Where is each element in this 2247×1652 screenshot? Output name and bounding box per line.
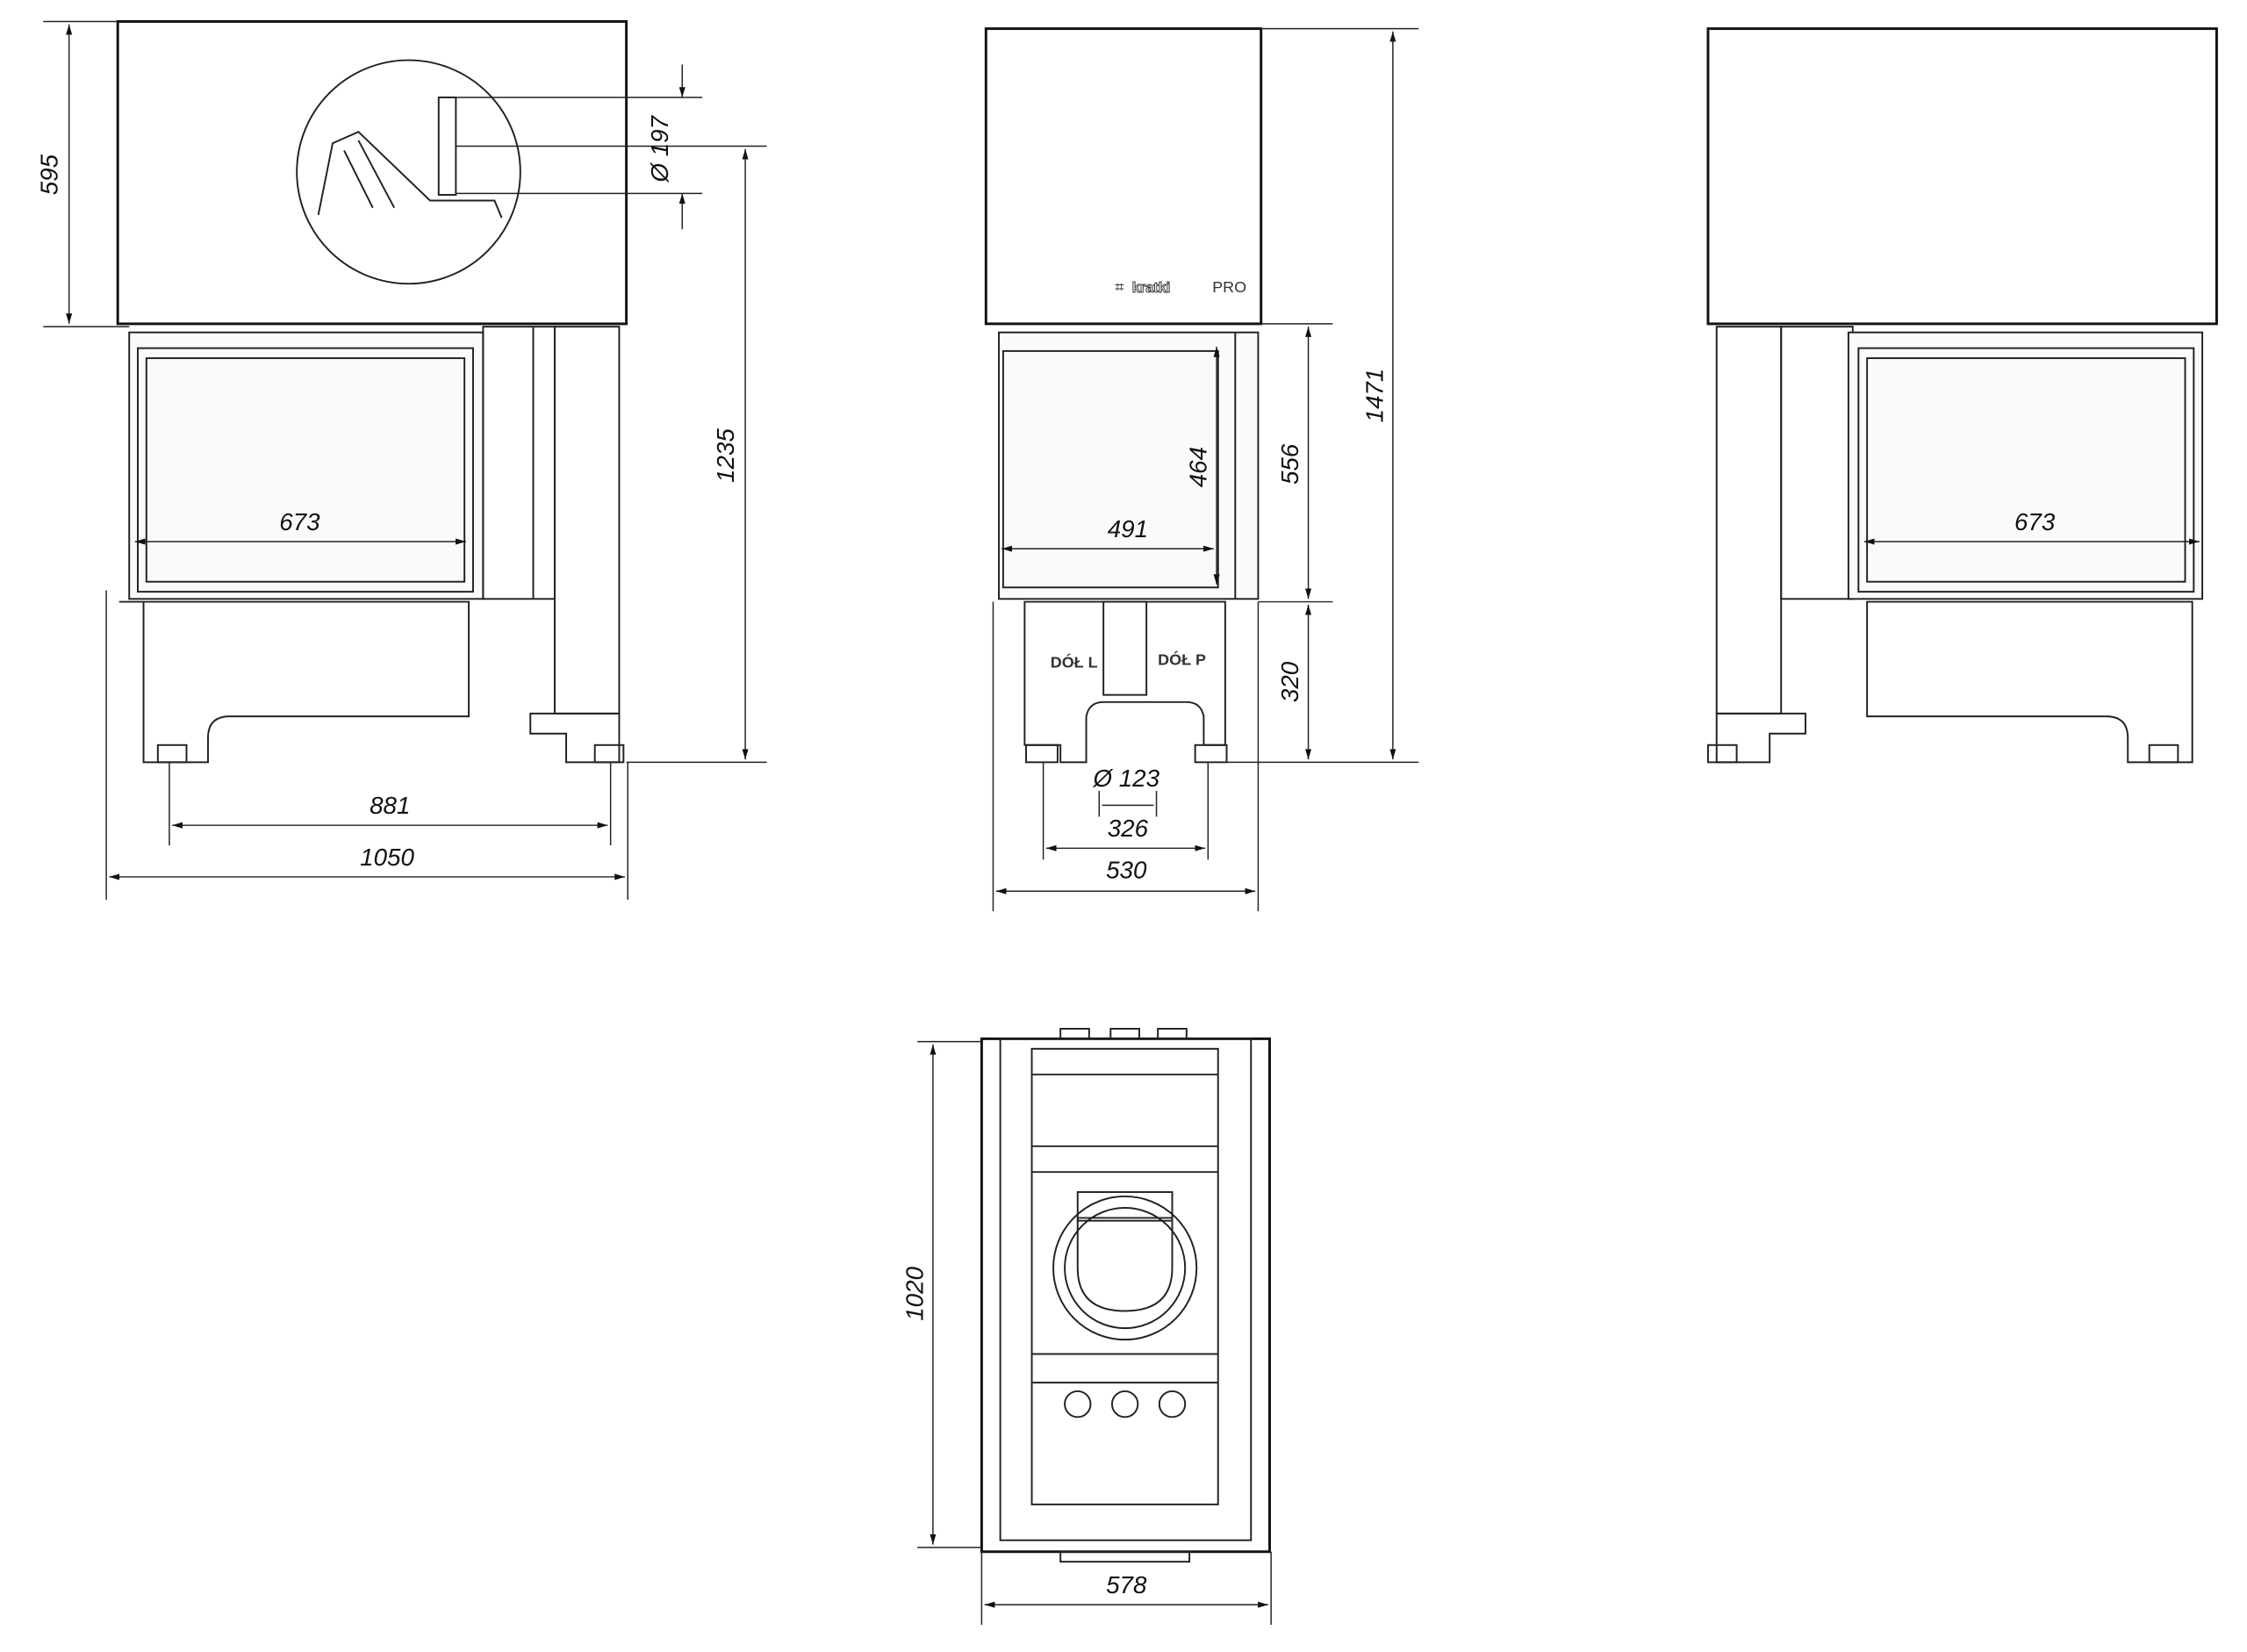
logo-suffix: PRO bbox=[1212, 278, 1246, 296]
dim-legs-width: 881 bbox=[370, 792, 410, 819]
dim-total-height: 1471 bbox=[1360, 369, 1388, 423]
dim-total-width: 530 bbox=[1106, 857, 1147, 884]
hood bbox=[116, 20, 628, 326]
dim-glass-width: 673 bbox=[279, 508, 320, 535]
base bbox=[1023, 600, 1226, 764]
base bbox=[1866, 600, 2193, 764]
dim-base-height: 320 bbox=[1276, 661, 1303, 702]
front-right-view: 673 bbox=[1706, 27, 2218, 764]
outline bbox=[980, 1037, 1271, 1554]
logo-name: kratki bbox=[1132, 280, 1171, 296]
flue-outlet bbox=[1052, 1195, 1198, 1341]
dim-glass-width: 673 bbox=[2014, 508, 2056, 535]
brand-logo: ⌗ kratki PRO bbox=[1115, 278, 1246, 296]
hash-logo-icon: ⌗ bbox=[1115, 278, 1124, 296]
dim-air-inlet-diameter: Ø 123 bbox=[1092, 765, 1159, 792]
dim-hood-height: 595 bbox=[36, 154, 63, 195]
front-view: ⌗ kratki PRO DÓŁ L DÓŁ P 464 491 556 320… bbox=[984, 27, 1419, 912]
flue-detail-circle bbox=[296, 59, 521, 285]
glass-door bbox=[128, 331, 485, 600]
glass-door bbox=[1847, 331, 2204, 600]
glass-door bbox=[998, 331, 1260, 600]
dim-inlet-spacing: 326 bbox=[1108, 815, 1149, 842]
dim-door-height: 556 bbox=[1276, 443, 1303, 485]
dim-depth: 1020 bbox=[901, 1267, 928, 1321]
dim-total-width: 1050 bbox=[360, 844, 414, 871]
dim-flue-diameter: Ø 197 bbox=[646, 114, 673, 183]
side-column bbox=[1715, 326, 1783, 715]
label-bottom-right: DÓŁ P bbox=[1158, 650, 1206, 668]
hood bbox=[1706, 27, 2218, 326]
base bbox=[118, 600, 470, 764]
side-column bbox=[554, 326, 621, 715]
front-left-view: Ø 197 595 1235 673 881 1050 bbox=[36, 20, 767, 901]
dim-glass-height: 464 bbox=[1185, 447, 1212, 487]
hood bbox=[984, 27, 1263, 326]
side-glass bbox=[482, 326, 556, 600]
side-glass bbox=[1780, 326, 1854, 600]
dim-body-height: 1235 bbox=[712, 428, 739, 483]
dim-width: 578 bbox=[1106, 1571, 1147, 1598]
top-view: 1020 578 bbox=[901, 1027, 1272, 1625]
label-bottom-left: DÓŁ L bbox=[1051, 653, 1098, 672]
dim-glass-width: 491 bbox=[1108, 515, 1148, 542]
